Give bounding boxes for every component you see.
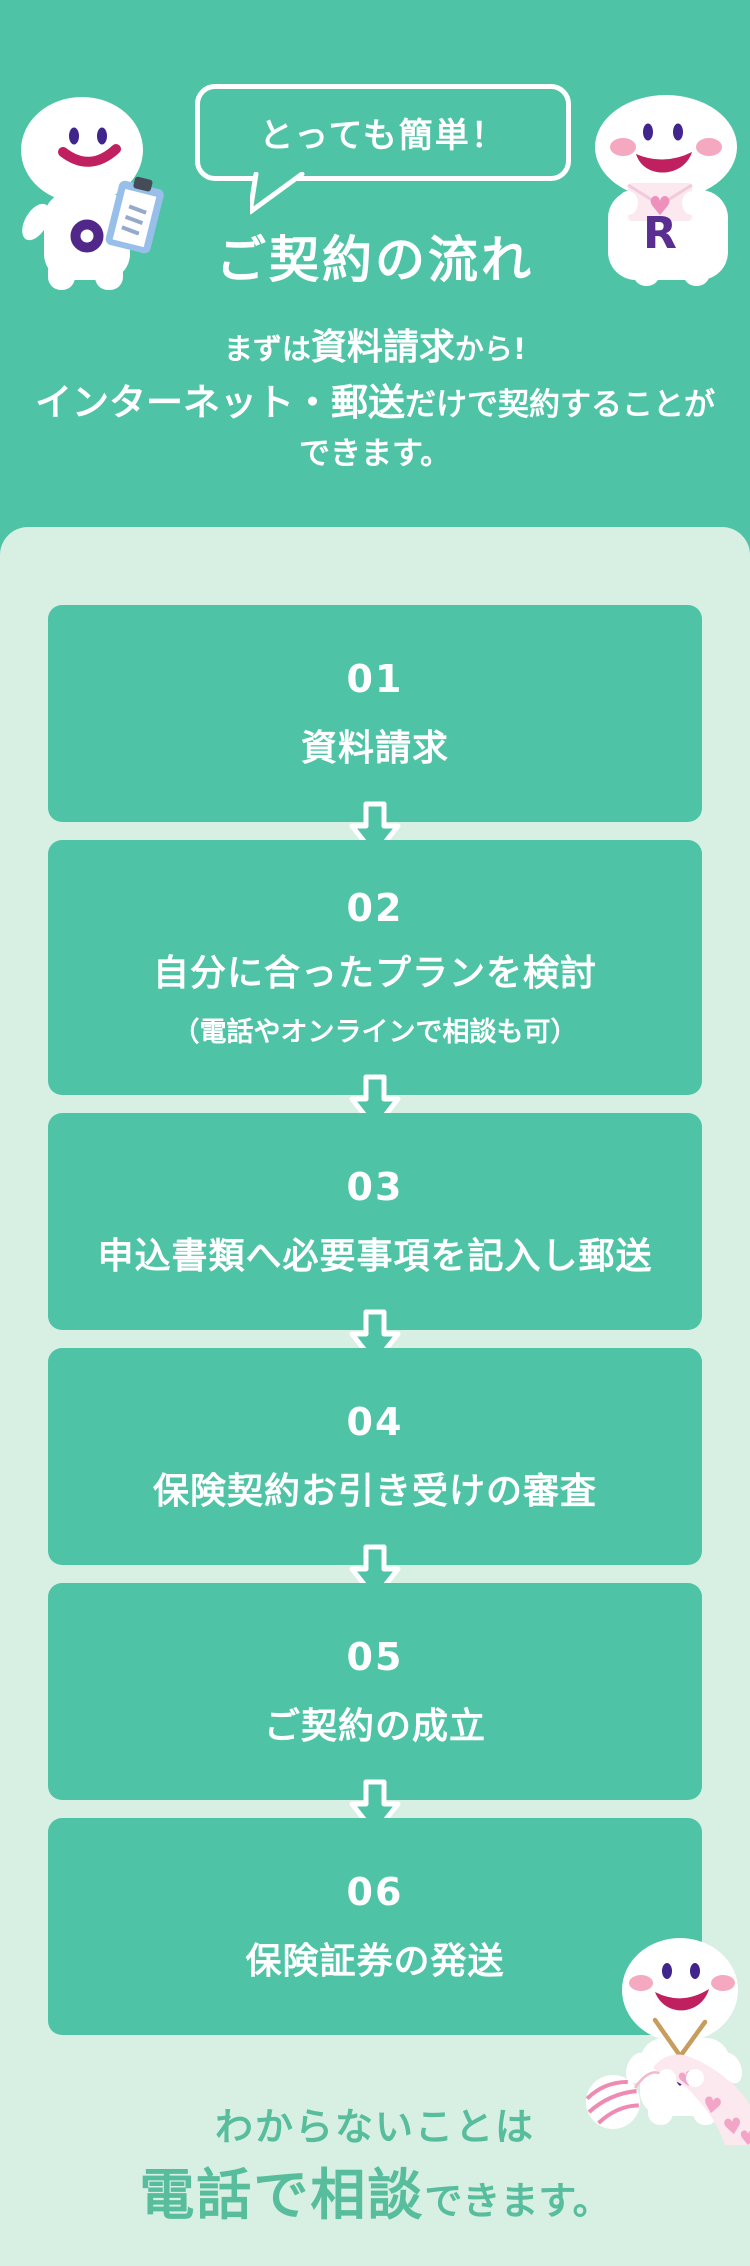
step-card: 06 保険証券の発送 [48, 1818, 702, 2035]
smile-icon [58, 144, 121, 167]
description-line1: インターネット・郵送だけで契約することが [0, 372, 750, 426]
r-letter-icon: R [643, 208, 677, 259]
step-title: 自分に合ったプランを検討 [152, 953, 597, 994]
hero-section: ♥ R とっても簡単！ ご契約の流れ まずは資料請求から! インターネット・郵送… [0, 0, 750, 527]
eye-icon [643, 123, 653, 141]
step-number: 04 [346, 1399, 404, 1444]
love-letter-icon: ♥ [627, 183, 693, 222]
eye-icon [662, 1963, 672, 1979]
description-strong: インターネット・郵送 [35, 381, 405, 424]
step-number: 03 [346, 1164, 404, 1209]
step-title: 申込書類へ必要事項を記入し郵送 [97, 1235, 653, 1277]
footer-note-rest: できます。 [424, 2179, 611, 2223]
step-number: 05 [346, 1634, 404, 1679]
step-number: 01 [346, 656, 404, 701]
step-item: 06 保険証券の発送 [48, 1818, 702, 2035]
step-card: 02 自分に合ったプランを検討 （電話やオンラインで相談も可） [48, 840, 702, 1095]
footer-note-line2: 電話で相談できます。 [0, 2150, 750, 2230]
step-title: ご契約の成立 [263, 1705, 486, 1747]
eye-icon [69, 127, 79, 145]
cheek-icon [696, 138, 722, 156]
cheek-icon [711, 1975, 735, 1991]
steps-list: 01 資料請求 02 自分に合ったプランを検討 （電話やオンラインで相談も可） … [0, 527, 750, 2035]
step-number: 02 [346, 886, 404, 930]
eye-icon [97, 127, 107, 145]
knitting-mascot-illustration: ♥ ♥ ♥ ♥ [585, 1938, 750, 2145]
step-card: 01 資料請求 [48, 605, 702, 822]
svg-text:♥: ♥ [648, 192, 671, 222]
description-rest: だけで契約することが [405, 387, 715, 423]
step-item: 05 ご契約の成立 [48, 1583, 702, 1836]
page-title: ご契約の流れ [216, 231, 534, 289]
step-item: 01 資料請求 [48, 605, 702, 858]
yarn-ball-icon [585, 2071, 666, 2129]
svg-text:♥: ♥ [721, 2114, 744, 2142]
lead-post: から! [454, 332, 527, 366]
step-title: 保険証券の発送 [245, 1940, 505, 1982]
step-title: 資料請求 [300, 727, 449, 769]
step-card: 04 保険契約お引き受けの審査 [48, 1348, 702, 1565]
step-item: 04 保険契約お引き受けの審査 [48, 1348, 702, 1601]
svg-text:♥: ♥ [700, 2092, 724, 2120]
o-badge-icon [70, 219, 104, 253]
lead-pre: まずは [223, 332, 311, 366]
description-line2: できます。 [299, 436, 451, 472]
smile-icon [636, 152, 692, 173]
cheek-icon [629, 1975, 653, 1991]
svg-text:♥: ♥ [739, 2126, 750, 2145]
footer-note-line1: わからないことは [214, 2105, 535, 2149]
eye-icon [673, 123, 683, 141]
clipboard-mascot-illustration [21, 97, 164, 290]
step-card: 05 ご契約の成立 [48, 1583, 702, 1800]
clipboard-icon [105, 176, 164, 254]
footer-note-strong: 電話で相談 [139, 2163, 425, 2227]
speech-bubble-text: とっても簡単！ [259, 116, 507, 156]
step-item: 03 申込書類へ必要事項を記入し郵送 [48, 1113, 702, 1366]
step-note: （電話やオンラインで相談も可） [172, 1017, 578, 1048]
step-card: 03 申込書類へ必要事項を記入し郵送 [48, 1113, 702, 1330]
lead-strong: 資料請求 [310, 327, 455, 368]
step-title: 保険契約お引き受けの審査 [152, 1470, 597, 1512]
love-letter-mascot-illustration: ♥ R [595, 95, 737, 286]
eye-icon [690, 1963, 700, 1979]
speech-bubble-tail-icon [250, 172, 305, 215]
step-number: 06 [346, 1869, 404, 1914]
cheek-icon [610, 138, 636, 156]
step-item: 02 自分に合ったプランを検討 （電話やオンラインで相談も可） [48, 840, 702, 1131]
speech-bubble: とっても簡単！ [195, 84, 571, 181]
lead-text: まずは資料請求から! [0, 318, 750, 370]
smile-icon [655, 1989, 709, 2011]
